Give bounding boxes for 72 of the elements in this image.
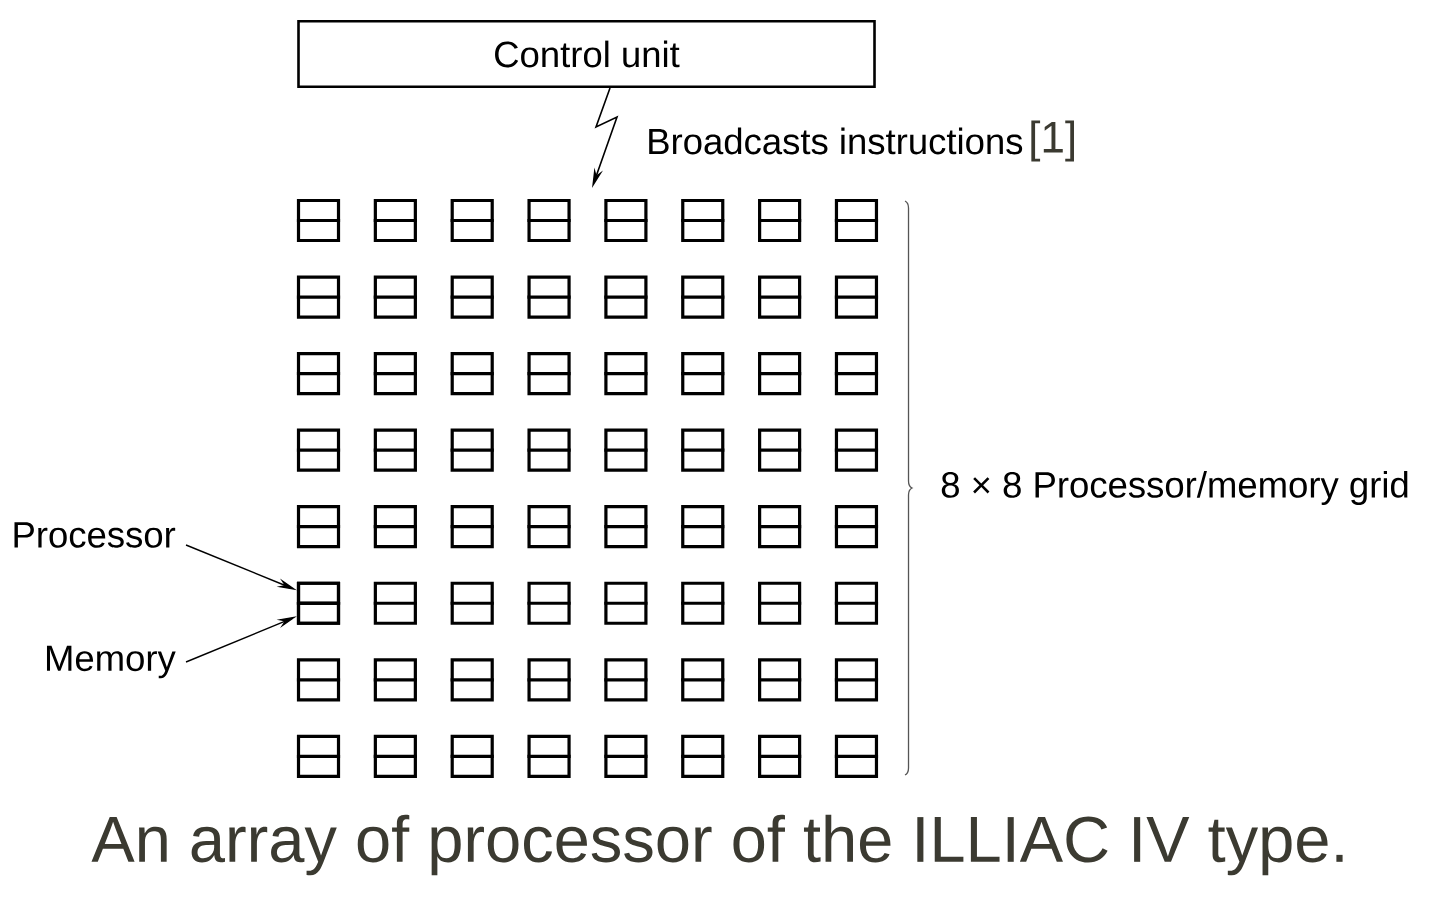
processor-memory-cell: [527, 352, 571, 396]
processor-memory-cell: [604, 505, 648, 549]
processor-memory-cell: [450, 658, 494, 702]
processor-memory-cell: [373, 428, 417, 472]
processor-memory-cell: [834, 505, 879, 549]
processor-memory-cell: [527, 505, 571, 549]
processor-memory-cell: [681, 428, 725, 472]
memory-half: [296, 601, 341, 625]
processor-memory-cell: [450, 505, 494, 549]
processor-memory-cell: [834, 734, 879, 778]
processor-memory-cell: [373, 198, 417, 243]
processor-memory-cell: [296, 658, 341, 702]
processor-memory-cell: [681, 734, 725, 778]
callout-label: Processor: [14, 522, 176, 548]
processor-memory-cell: [373, 505, 417, 549]
processor-half: [296, 581, 341, 605]
edge-label: Broadcasts instructions: [649, 127, 1023, 155]
processor-memory-cell: [834, 428, 879, 472]
processor-memory-cell: [527, 275, 571, 319]
processor-memory-cell: [527, 734, 571, 778]
processor-memory-cell: [681, 581, 725, 625]
control-unit-box: Control unit: [297, 19, 876, 89]
processor-memory-cell: [834, 198, 879, 243]
processor-memory-cell: [834, 581, 879, 625]
processor-memory-cell: [604, 581, 648, 625]
processor-memory-cell: [296, 275, 341, 319]
processor-memory-cell: [450, 581, 494, 625]
processor-memory-cell: [834, 658, 879, 702]
processor-memory-cell: [296, 734, 341, 778]
processor-memory-cell: [296, 505, 341, 549]
processor-memory-cell: [527, 658, 571, 702]
processor-memory-cell: [604, 198, 648, 243]
citation-mark: [1]: [1031, 120, 1074, 162]
processor-memory-cell: [681, 658, 725, 702]
processor-memory-cell: [758, 581, 802, 625]
processor-memory-cell: [834, 352, 879, 396]
processor-memory-cell: [604, 352, 648, 396]
processor-memory-cell: [681, 505, 725, 549]
processor-memory-cell: [373, 275, 417, 319]
caption: An array of processor of the ILLIAC IV type.: [91, 814, 1343, 876]
callout-label: Memory: [47, 645, 176, 679]
processor-memory-cell: [681, 198, 725, 243]
processor-memory-cell: [758, 198, 802, 243]
processor-memory-cell: [758, 734, 802, 778]
processor-memory-cell: [450, 734, 494, 778]
processor-memory-cell: [758, 428, 802, 472]
processor-memory-cell: [373, 352, 417, 396]
processor-memory-cell: [450, 275, 494, 319]
processor-memory-cell: [758, 658, 802, 702]
processor-memory-cell: [450, 428, 494, 472]
processor-memory-cell: [450, 352, 494, 396]
processor-memory-cell: [834, 275, 879, 319]
processor-memory-cell: [681, 275, 725, 319]
processor-memory-cell: [296, 352, 341, 396]
processor-memory-cell: [296, 198, 341, 243]
processor-memory-cell: [450, 198, 494, 243]
processor-memory-cell: [604, 734, 648, 778]
processor-memory-cell: [758, 505, 802, 549]
processor-memory-cell: [373, 658, 417, 702]
processor-memory-cell: [296, 428, 341, 472]
processor-memory-cell: [681, 352, 725, 396]
processor-memory-cell: [373, 581, 417, 625]
processor-memory-cell: [527, 428, 571, 472]
processor-memory-cell: [604, 275, 648, 319]
processor-memory-cell: [527, 198, 571, 243]
processor-memory-cell: [527, 581, 571, 625]
processor-memory-cell: [758, 352, 802, 396]
processor-memory-cell: [604, 428, 648, 472]
processor-memory-cell: [604, 658, 648, 702]
processor-memory-cell: [373, 734, 417, 778]
brace-label: 8 × 8 Processor/memory grid: [941, 471, 1408, 505]
processor-memory-cell: [758, 275, 802, 319]
